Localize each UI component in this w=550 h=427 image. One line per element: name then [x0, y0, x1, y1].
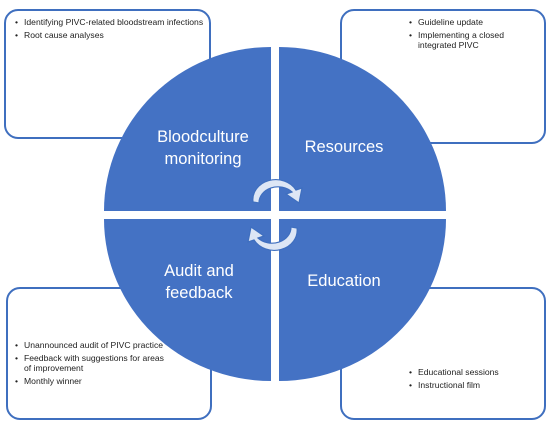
list-item: Unannounced audit of PIVC practice	[14, 340, 164, 351]
list-item: Implementing a closed integrated PIVC	[408, 30, 542, 51]
note-audit-list: Unannounced audit of PIVC practice Feedb…	[14, 340, 164, 386]
quadrant-bloodculture-monitoring	[104, 47, 271, 211]
list-item: Monthly winner	[14, 376, 164, 387]
list-item: Educational sessions	[408, 367, 542, 378]
note-monitoring-box: Identifying PIVC-related bloodstream inf…	[4, 9, 211, 139]
list-item: Instructional film	[408, 380, 542, 391]
quadrant-label-line: Audit and	[164, 262, 234, 280]
quadrant-label-line: Education	[307, 272, 380, 290]
list-item: Guideline update	[408, 17, 542, 28]
cycle-arrow-icon	[247, 179, 303, 251]
quadrant-label-line: feedback	[166, 284, 234, 302]
note-resources-list: Guideline update Implementing a closed i…	[408, 17, 542, 51]
quadrant-resources	[279, 47, 446, 211]
list-item: Root cause analyses	[14, 30, 204, 41]
list-item: Identifying PIVC-related bloodstream inf…	[14, 17, 204, 28]
note-education-list: Educational sessions Instructional film	[408, 367, 542, 390]
quadrant-label-line: Resources	[305, 138, 384, 156]
quadrant-education	[279, 219, 446, 381]
quadrant-label-line: Bloodculture	[157, 128, 249, 146]
quadrant-audit-and-feedback	[104, 219, 271, 381]
note-monitoring-list: Identifying PIVC-related bloodstream inf…	[14, 17, 204, 40]
note-education-box: Educational sessions Instructional film	[340, 287, 546, 420]
quadrant-label-line: monitoring	[164, 150, 241, 168]
list-item: Feedback with suggestions for areas of i…	[14, 353, 164, 374]
